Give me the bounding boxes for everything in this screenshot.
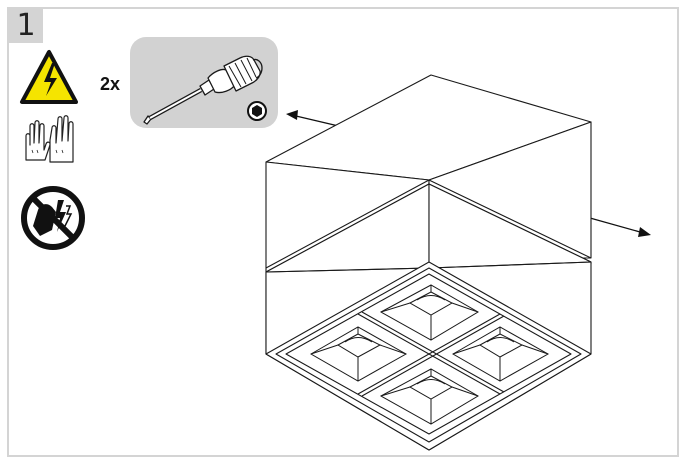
- led-module-left: [309, 326, 408, 382]
- instruction-frame: [7, 7, 679, 457]
- led-module-bottom: [379, 368, 479, 425]
- no-live-work-icon: [21, 186, 85, 250]
- luminaire-drawing: [265, 74, 592, 451]
- gloves-icon: [25, 115, 74, 163]
- step-number-badge: 1: [9, 9, 43, 43]
- screw-arrow-right: [589, 217, 651, 237]
- led-module-right: [451, 326, 550, 382]
- step-number: 1: [16, 8, 36, 43]
- led-module-top: [379, 284, 479, 341]
- electrical-hazard-icon: [20, 50, 78, 104]
- hex-bit-icon: [247, 101, 267, 121]
- screwdriver-icon: [143, 55, 263, 125]
- tool-quantity: 2x: [100, 74, 121, 94]
